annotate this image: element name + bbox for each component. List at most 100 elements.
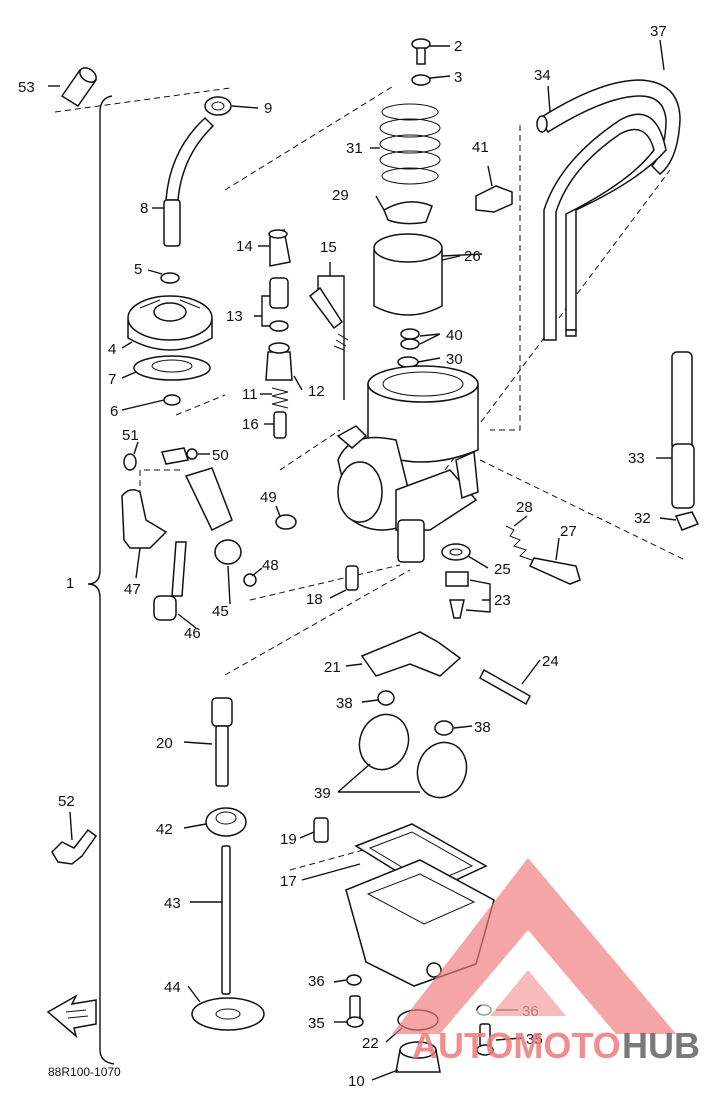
callout-5: 5: [134, 261, 142, 278]
part-2-screw: [411, 38, 431, 65]
part-15-pilot-screw: [308, 286, 349, 351]
part-40-washers: [400, 328, 420, 350]
callout-10: 10: [348, 1073, 365, 1090]
callout-25: 25: [494, 561, 511, 578]
part-12-valve-seat: [265, 342, 293, 381]
part-20-main-jet-holder: [211, 697, 233, 787]
watermark-triangle-icon: [392, 858, 676, 1034]
part-45-plunger: [184, 467, 242, 565]
part-6-clip: [163, 394, 181, 406]
callout-40: 40: [446, 327, 463, 344]
part-24-float-pin: [479, 668, 531, 706]
part-9-cap: [204, 96, 232, 116]
part-52-air-screw: [51, 828, 98, 865]
callout-47: 47: [124, 581, 141, 598]
part-39-floats: [358, 713, 468, 799]
callout-35-right: 35: [526, 1031, 543, 1048]
callout-7: 7: [108, 371, 116, 388]
part-49-plug: [275, 514, 297, 530]
callout-2: 2: [454, 38, 462, 55]
callout-53: 53: [18, 79, 35, 96]
callout-19: 19: [280, 831, 297, 848]
callout-4: 4: [108, 341, 116, 358]
part-38-float-stopper-left: [377, 690, 395, 706]
watermark-text-automoto: AUTOMOTO: [412, 1025, 621, 1066]
part-29-plate: [383, 201, 433, 225]
part-38-float-stopper-right: [434, 720, 454, 736]
callout-24: 24: [542, 653, 559, 670]
callout-21: 21: [324, 659, 341, 676]
part-35-screw-right: [476, 1023, 494, 1056]
part-51-washer: [123, 453, 137, 471]
callout-45: 45: [212, 603, 229, 620]
callout-20: 20: [156, 735, 173, 752]
part-13-needle-clip-set: [269, 277, 289, 332]
callout-30: 30: [446, 351, 463, 368]
part-46-choke-cable: [153, 541, 187, 621]
part-41-clamp: [475, 185, 513, 213]
callout-31: 31: [346, 140, 363, 157]
callout-23: 23: [494, 592, 511, 609]
callout-49: 49: [260, 489, 277, 506]
callout-9: 9: [264, 100, 272, 117]
callout-43: 43: [164, 895, 181, 912]
callout-12: 12: [308, 383, 325, 400]
callout-37: 37: [650, 23, 667, 40]
part-8-hose: [163, 116, 215, 247]
carburetor-body: [336, 365, 479, 563]
part-33-drain-hose: [671, 351, 695, 509]
part-36-washer-left: [346, 974, 362, 986]
callout-29: 29: [332, 187, 349, 204]
callout-8: 8: [140, 200, 148, 217]
callout-3: 3: [454, 69, 462, 86]
callout-18: 18: [306, 591, 323, 608]
callout-44: 44: [164, 979, 181, 996]
part-25-washer: [441, 543, 471, 561]
callout-17: 17: [280, 873, 297, 890]
part-32-hose-clip: [674, 511, 700, 531]
part-14-jet-needle-holder: [268, 228, 291, 267]
callout-33: 33: [628, 450, 645, 467]
part-26-throttle-valve: [373, 233, 443, 316]
part-4-mixing-cap: [127, 295, 213, 351]
part-37-overflow-hose: [543, 113, 667, 341]
part-44-washer: [191, 997, 265, 1031]
watermark-text-hub: HUB: [622, 1025, 700, 1066]
part-43-rod: [221, 845, 231, 995]
part-19-drain-plug: [313, 817, 329, 843]
assembly-label: 1: [66, 575, 74, 592]
part-3-washer: [411, 74, 431, 86]
part-21-float-arm: [360, 631, 462, 677]
callout-13: 13: [226, 308, 243, 325]
callout-41: 41: [472, 139, 489, 156]
callout-14: 14: [236, 238, 253, 255]
part-28-spring: [505, 525, 533, 561]
assembly-bracket: [87, 95, 115, 1065]
part-50-cable-adjuster: [161, 447, 198, 465]
callout-27: 27: [560, 523, 577, 540]
part-7-gasket: [133, 355, 211, 381]
part-48-plug: [243, 573, 257, 587]
callout-46: 46: [184, 625, 201, 642]
part-35-screw-left: [346, 995, 364, 1028]
part-5-oring: [160, 272, 180, 284]
callout-52: 52: [58, 793, 75, 810]
callout-32: 32: [634, 510, 651, 527]
part-16-pilot-jet: [273, 411, 287, 439]
part-27-throttle-screw: [528, 557, 581, 585]
part-53-sleeve: [60, 67, 98, 108]
callout-50: 50: [212, 447, 229, 464]
callout-26: 26: [464, 248, 481, 265]
callout-15: 15: [320, 239, 337, 256]
callout-39: 39: [314, 785, 331, 802]
callout-38-left: 38: [336, 695, 353, 712]
callout-51: 51: [122, 427, 139, 444]
part-34-vent-hose: [536, 79, 681, 175]
callout-36-left: 36: [308, 973, 325, 990]
fwd-arrow-icon: [46, 994, 97, 1039]
part-42-nozzle: [205, 807, 247, 837]
part-11-spring: [271, 387, 289, 409]
part-23-needle-valve: [445, 571, 469, 619]
watermark-logo: [392, 858, 676, 1034]
callout-11: 11: [242, 386, 258, 403]
